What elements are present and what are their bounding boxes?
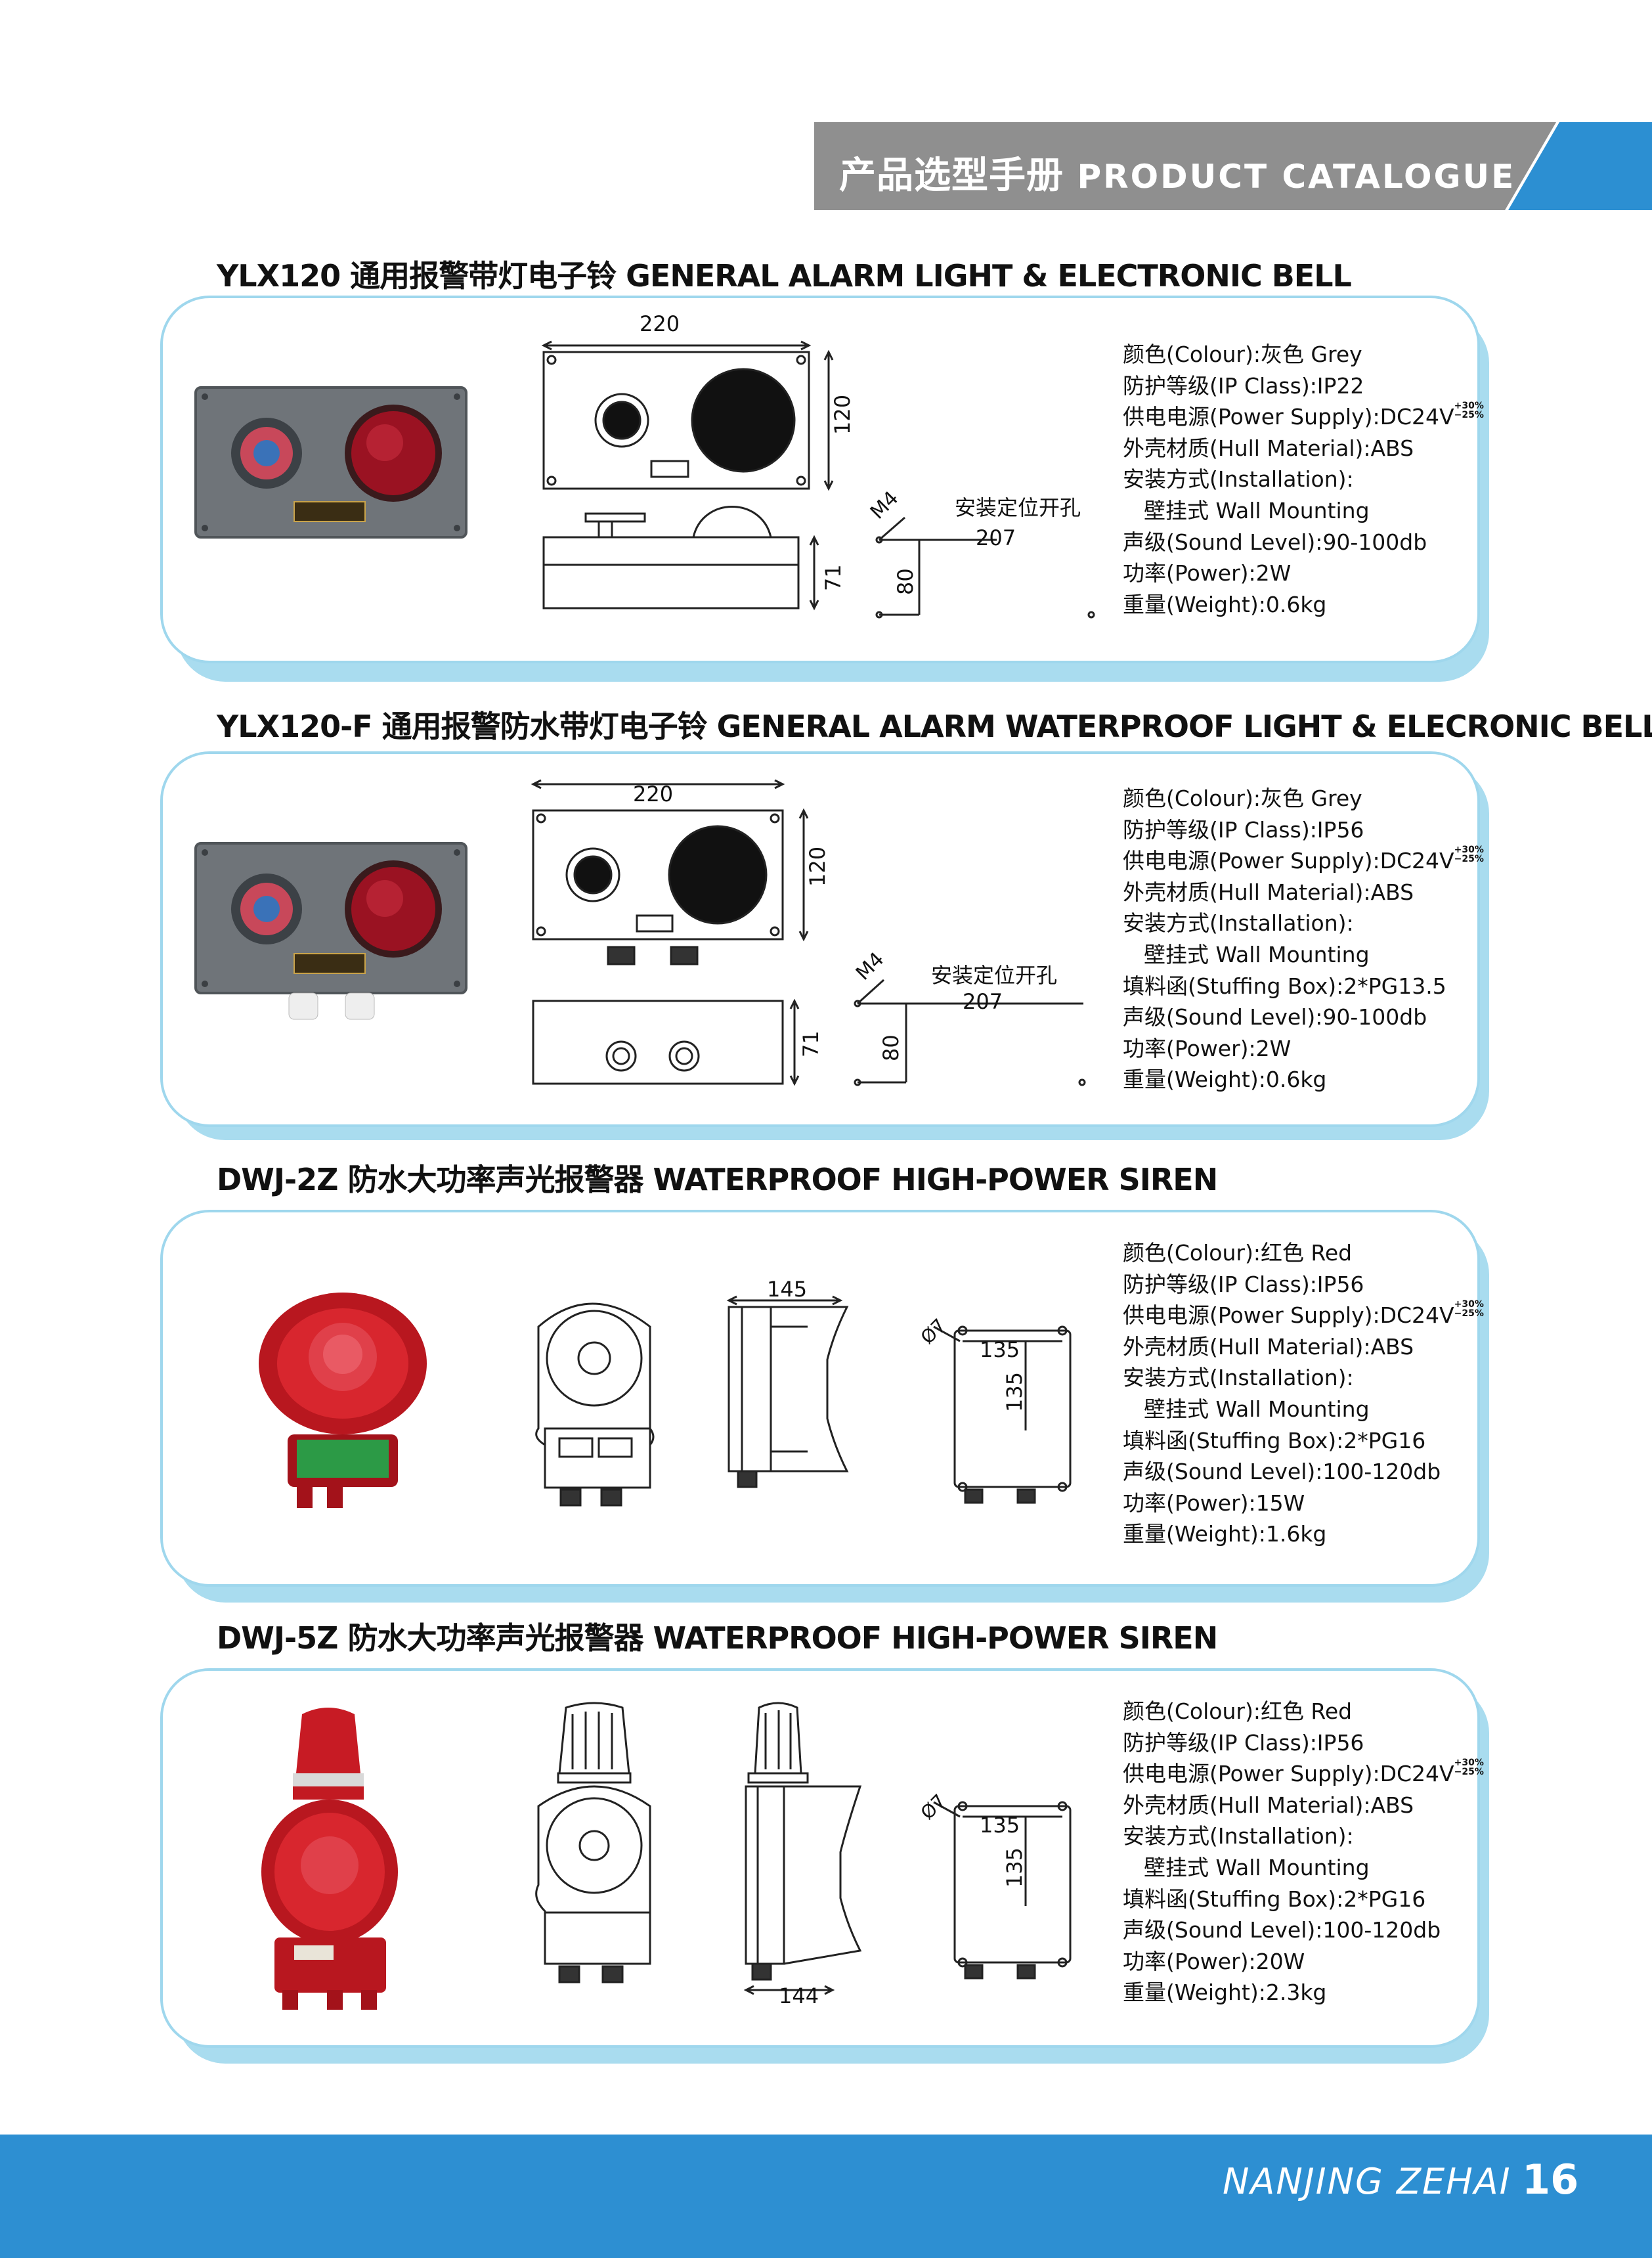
spec-power-supply: 供电电源(Power Supply):DC24V+30%−25% [1123, 845, 1484, 874]
spec-power: 功率(Power):20W [1123, 1948, 1305, 1974]
spec-installation: 安装方式(Installation): [1123, 910, 1354, 937]
spec-sound: 声级(Sound Level):90-100db [1123, 529, 1427, 555]
specs-ylx120f: 颜色(Colour):灰色 Grey 防护等级(IP Class):IP56 供… [1123, 783, 1484, 1096]
spec-power: 功率(Power):2W [1123, 560, 1292, 587]
dim-mount-height: 135 [1002, 1848, 1027, 1888]
dim-height: 120 [805, 847, 830, 887]
spec-mounting: 壁挂式 Wall Mounting [1144, 497, 1370, 523]
dim-depth: 145 [767, 1281, 807, 1302]
spec-ip: 防护等级(IP Class):IP56 [1123, 1271, 1364, 1297]
product-title-ylx120: YLX120 通用报警带灯电子铃 GENERAL ALARM LIGHT & E… [217, 258, 1352, 294]
footer-brand: NANJING ZEHAI [1223, 2161, 1511, 2202]
dim-screw: M4 [866, 487, 903, 524]
header-banner [814, 122, 1652, 210]
spec-colour: 颜色(Colour):红色 Red [1123, 1240, 1353, 1266]
spec-stuffing: 填料函(Stuffing Box):2*PG13.5 [1123, 973, 1446, 999]
dim-hole: Ø7 [917, 1790, 951, 1824]
spec-power: 功率(Power):15W [1123, 1490, 1305, 1516]
spec-power-supply: 供电电源(Power Supply):DC24V+30%−25% [1123, 1758, 1484, 1787]
spec-installation: 安装方式(Installation): [1123, 1823, 1354, 1849]
spec-ip: 防护等级(IP Class):IP22 [1123, 372, 1364, 399]
dim-mount-width: 207 [963, 989, 1003, 1014]
spec-hull: 外壳材质(Hull Material):ABS [1123, 1792, 1414, 1818]
spec-colour: 颜色(Colour):红色 Red [1123, 1698, 1353, 1724]
product-title-dwj5z: DWJ-5Z 防水大功率声光报警器 WATERPROOF HIGH-POWER … [217, 1620, 1218, 1656]
spec-weight: 重量(Weight):2.3kg [1123, 1980, 1327, 2006]
drawing-dwj2z: 145 Ø7 135 135 [535, 1281, 1072, 1507]
dim-width: 220 [633, 782, 673, 807]
product-title-dwj2z: DWJ-2Z 防水大功率声光报警器 WATERPROOF HIGH-POWER … [217, 1162, 1218, 1197]
spec-hull: 外壳材质(Hull Material):ABS [1123, 435, 1414, 461]
spec-power-supply: 供电电源(Power Supply):DC24V+30%−25% [1123, 401, 1484, 430]
dim-depth: 71 [821, 564, 846, 591]
dim-depth: 144 [779, 1983, 819, 2008]
spec-mounting: 壁挂式 Wall Mounting [1144, 1396, 1370, 1422]
spec-stuffing: 填料函(Stuffing Box):2*PG16 [1123, 1427, 1426, 1453]
dim-mount-width: 135 [980, 1813, 1020, 1838]
dim-height: 120 [830, 395, 855, 435]
specs-ylx120: 颜色(Colour):灰色 Grey 防护等级(IP Class):IP22 供… [1123, 339, 1484, 620]
spec-colour: 颜色(Colour):灰色 Grey [1123, 342, 1362, 367]
specs-dwj2z: 颜色(Colour):红色 Red 防护等级(IP Class):IP56 供电… [1123, 1237, 1484, 1550]
catalogue-title-en: PRODUCT CATALOGUE [1077, 158, 1516, 196]
product-photo-ylx120 [194, 386, 467, 539]
catalogue-title: 产品选型手册 PRODUCT CATALOGUE [839, 146, 1515, 199]
spec-power-supply: 供电电源(Power Supply):DC24V+30%−25% [1123, 1299, 1484, 1329]
spec-installation: 安装方式(Installation): [1123, 1365, 1354, 1391]
spec-weight: 重量(Weight):1.6kg [1123, 1521, 1327, 1547]
dim-mount-height: 80 [893, 568, 918, 595]
product-photo-dwj5z [261, 1708, 398, 2010]
dim-mount-width: 207 [976, 525, 1016, 550]
spec-weight: 重量(Weight):0.6kg [1123, 591, 1327, 617]
catalogue-title-cn: 产品选型手册 [839, 154, 1064, 197]
spec-mounting: 壁挂式 Wall Mounting [1144, 941, 1370, 967]
spec-hull: 外壳材质(Hull Material):ABS [1123, 1333, 1414, 1360]
product-title-ylx120f: YLX120-F 通用报警防水带灯电子铃 GENERAL ALARM WATER… [217, 709, 1652, 744]
spec-sound: 声级(Sound Level):100-120db [1123, 1459, 1441, 1485]
spec-mounting: 壁挂式 Wall Mounting [1144, 1854, 1370, 1880]
footer-bar [0, 2135, 1652, 2258]
spec-colour: 颜色(Colour):灰色 Grey [1123, 786, 1362, 811]
spec-sound: 声级(Sound Level):90-100db [1123, 1004, 1427, 1030]
spec-installation: 安装方式(Installation): [1123, 466, 1354, 493]
spec-ip: 防护等级(IP Class):IP56 [1123, 1729, 1364, 1756]
drawing-ylx120f: 220 120 71 M4 安装定位开孔 207 80 [531, 779, 1086, 1086]
mount-hole-label: 安装定位开孔 [955, 495, 1081, 520]
dim-depth: 71 [798, 1030, 823, 1057]
dim-mount-height: 135 [1002, 1372, 1027, 1412]
dim-mount-width: 135 [980, 1337, 1020, 1362]
spec-weight: 重量(Weight):0.6kg [1123, 1067, 1327, 1093]
spec-ip: 防护等级(IP Class):IP56 [1123, 816, 1364, 843]
product-photo-ylx120f [194, 842, 467, 1020]
page-number: 16 [1522, 2156, 1579, 2203]
spec-stuffing: 填料函(Stuffing Box):2*PG16 [1123, 1886, 1426, 1912]
dim-hole: Ø7 [917, 1314, 951, 1348]
spec-sound: 声级(Sound Level):100-120db [1123, 1917, 1441, 1943]
dim-mount-height: 80 [879, 1034, 903, 1061]
product-photo-dwj2z [259, 1293, 427, 1508]
specs-dwj5z: 颜色(Colour):红色 Red 防护等级(IP Class):IP56 供电… [1123, 1696, 1484, 2008]
spec-hull: 外壳材质(Hull Material):ABS [1123, 879, 1414, 905]
drawing-ylx120: 220 120 71 M4 安装定位开孔 207 80 [541, 311, 1095, 619]
dim-width: 220 [640, 311, 680, 336]
drawing-dwj5z: 144 Ø7 135 135 [535, 1702, 1072, 2008]
mount-hole-label: 安装定位开孔 [931, 963, 1057, 988]
spec-power: 功率(Power):2W [1123, 1035, 1292, 1061]
